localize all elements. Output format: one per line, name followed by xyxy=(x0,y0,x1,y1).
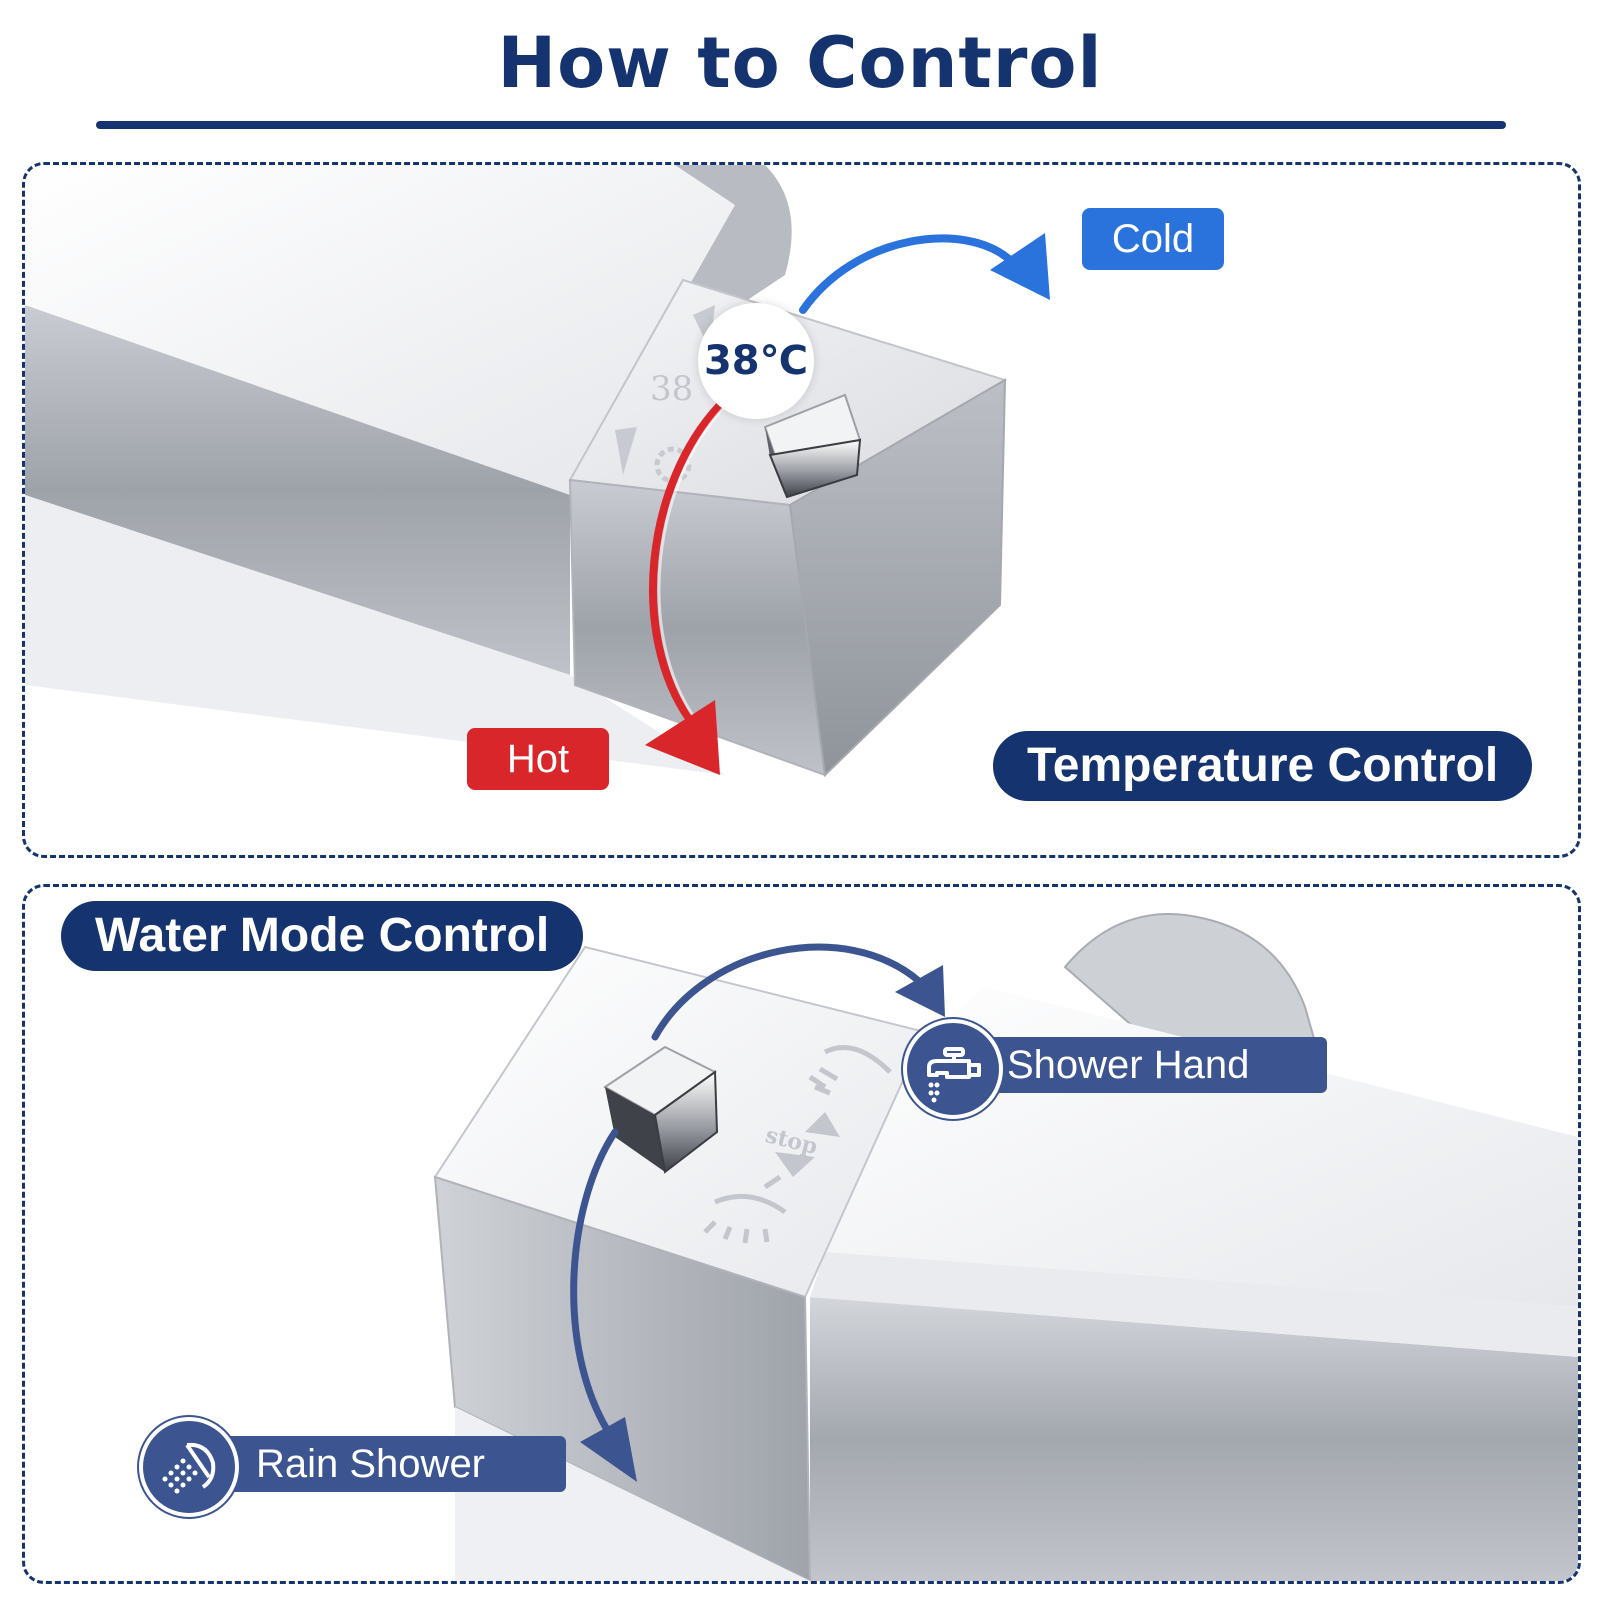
page-title: How to Control xyxy=(497,22,1103,104)
shower-hand-arrowhead xyxy=(895,965,945,1017)
temperature-control-heading: Temperature Control xyxy=(993,731,1533,801)
shower-hand-direction-arrow xyxy=(651,943,924,1041)
water-mode-control-heading: Water Mode Control xyxy=(61,901,584,971)
rain-shower-icon xyxy=(162,1442,216,1494)
hot-direction-arrow xyxy=(649,401,724,724)
cold-arrowhead xyxy=(990,233,1050,300)
pipe-connector xyxy=(1063,913,1327,1079)
water-mode-control-panel: stop Water Mode Control Shower Hand xyxy=(22,884,1581,1584)
bar-side-face xyxy=(25,305,570,675)
thermostat-body-illustration: 38 xyxy=(25,165,1050,778)
temperature-control-panel: 38 38℃ Cold Hot Temperature Control xyxy=(22,162,1581,858)
title-underline xyxy=(96,121,1506,129)
engraved-overhead-shower-icon xyxy=(703,1174,787,1244)
temperature-readout: 38℃ xyxy=(698,303,814,419)
water-mode-knob[interactable] xyxy=(603,1045,719,1174)
temperature-knob[interactable] xyxy=(763,393,862,499)
hot-label: Hot xyxy=(467,728,609,790)
shower-hand-label: Shower Hand xyxy=(975,1037,1327,1093)
bar-top-face xyxy=(25,165,735,495)
rain-shower-direction-arrow xyxy=(570,1128,619,1446)
engraved-up-arrow xyxy=(805,1112,840,1137)
bar-side-face xyxy=(810,1297,1578,1581)
cold-label: Cold xyxy=(1082,208,1224,270)
bar-shadow xyxy=(25,495,725,775)
faucet-icon-badge xyxy=(903,1019,1003,1119)
engraved-down-arrow xyxy=(615,427,637,475)
cold-direction-arrow xyxy=(799,234,1014,314)
rain-shower-label: Rain Shower xyxy=(220,1436,566,1492)
engraved-down-arrow xyxy=(775,1152,815,1177)
engraved-hand-shower-icon xyxy=(808,1045,892,1096)
engraved-temp-value: 38 xyxy=(650,369,693,409)
rain-shower-arrowhead xyxy=(580,1417,637,1482)
diverter-cube-front xyxy=(433,1175,812,1581)
faucet-icon xyxy=(927,1047,981,1103)
rain-shower-icon-badge xyxy=(139,1417,239,1517)
hot-arrowhead xyxy=(645,700,720,775)
